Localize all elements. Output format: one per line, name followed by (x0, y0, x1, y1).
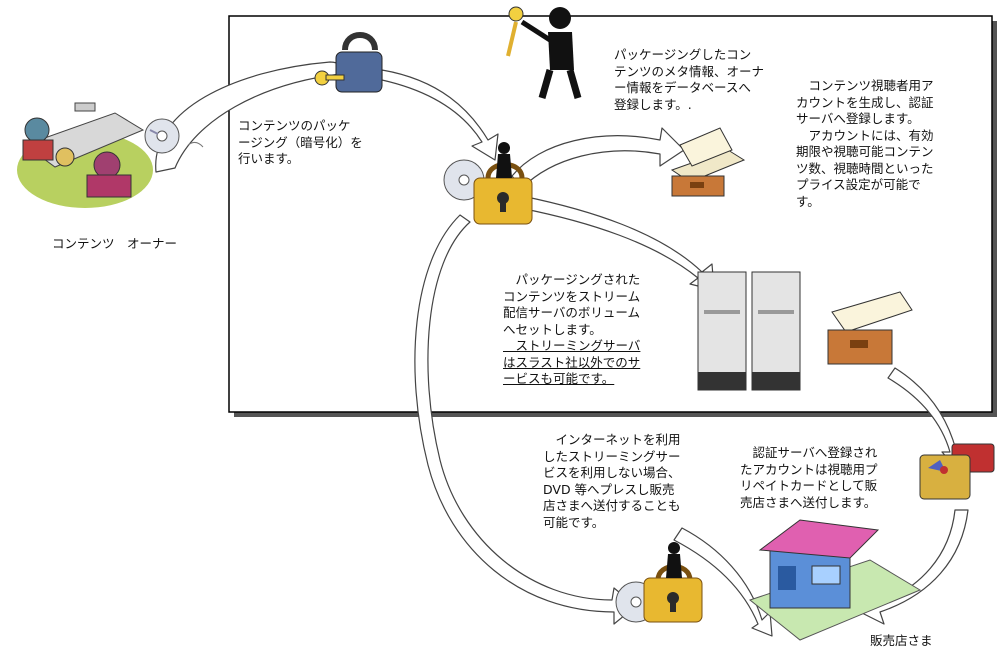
file-cabinet-icon (827, 291, 913, 365)
prepaid-card-icon (919, 443, 995, 500)
account-generation-caption: コンテンツ視聴者用ア カウントを生成し、認証 サーバへ登録します。 アカウントに… (796, 78, 934, 209)
packaging-caption: コンテンツのパッケ ージング（暗号化）を 行います。 (238, 118, 363, 166)
people-meeting-icon (17, 102, 153, 208)
prepaid-card-caption: 認証サーバへ登録され たアカウントは視聴用プ リペイトカードとして販 売店さまへ… (740, 445, 878, 510)
person-on-lock-icon (615, 542, 703, 623)
server-icon (697, 271, 801, 391)
shop-building-icon (748, 519, 922, 641)
arrow-package-to-cabinet (511, 127, 685, 189)
person-on-lock-icon (443, 142, 533, 225)
retail-shop-label: 販売店さま (870, 633, 933, 648)
arrow-dvd-to-shop (673, 527, 773, 637)
streaming-server-caption-note: ストリーミングサーバ はスラスト社以外でのサ ービスも可能です。 (503, 338, 641, 386)
streaming-server-caption-plain: パッケージングされた コンテンツをストリーム 配信サーバのボリューム へセットし… (503, 272, 641, 337)
dvd-alternative-caption: インターネットを利用 したストリーミングサー ビスを利用しない場合、 DVD 等… (543, 432, 681, 530)
arrow-lock-to-package (381, 69, 499, 161)
content-owner-label: コンテンツ オーナー (52, 236, 178, 251)
person-with-key-icon (506, 6, 582, 99)
cd-disc-icon (144, 118, 204, 154)
file-cabinet-icon (670, 127, 746, 197)
streaming-server-caption: パッケージングされた コンテンツをストリーム 配信サーバのボリューム へセットし… (503, 272, 640, 388)
metadata-registration-caption: パッケージングしたコン テンツのメタ情報、オーナ ー情報をデータベースへ 登録し… (614, 47, 765, 112)
padlock-key-icon (314, 32, 383, 93)
